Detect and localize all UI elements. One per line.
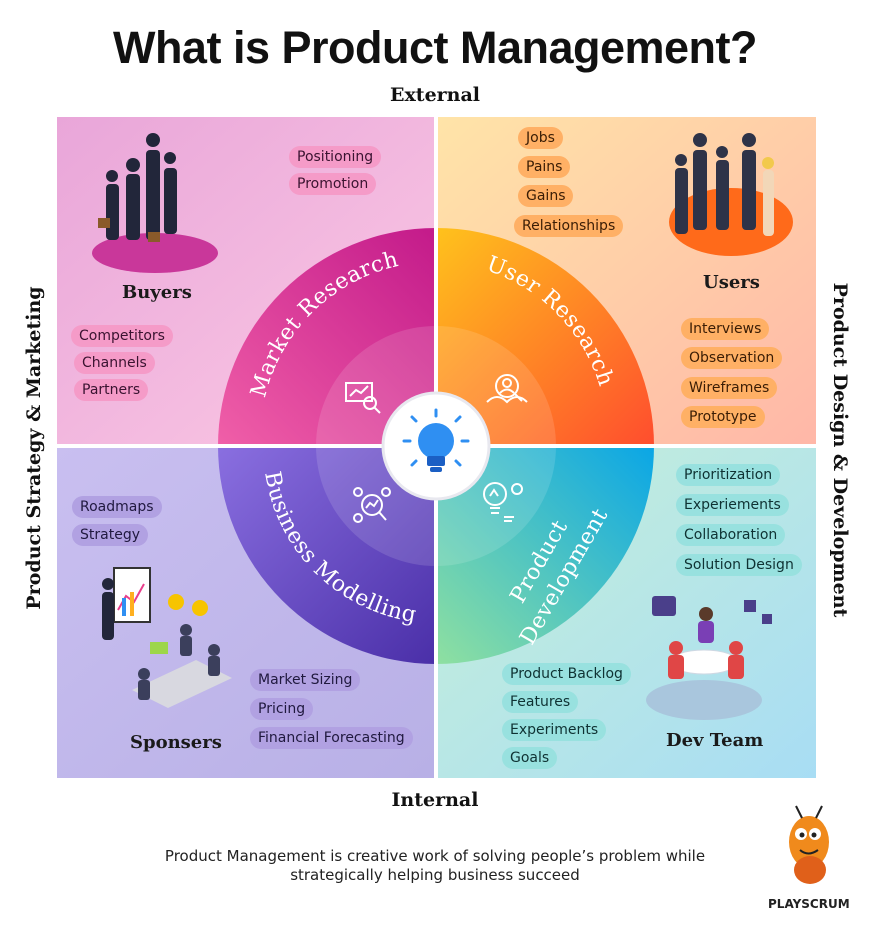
buyers-illustration <box>92 133 218 273</box>
mascot-ant <box>789 805 829 884</box>
group-label-buyers: Buyers <box>122 282 192 303</box>
pill-jobs: Jobs <box>518 127 563 149</box>
pill-goals: Goals <box>502 747 558 769</box>
dev-team-illustration <box>646 596 772 720</box>
pill-collaboration: Collaboration <box>676 524 786 546</box>
pill-competitors: Competitors <box>71 325 173 347</box>
users-illustration <box>669 133 793 256</box>
pill-solution-design: Solution Design <box>676 554 802 576</box>
pill-product-backlog: Product Backlog <box>502 663 631 685</box>
data-analysis-icon <box>353 487 391 523</box>
pill-relationships: Relationships <box>514 215 624 237</box>
footer-line-2: strategically helping business succeed <box>290 866 580 884</box>
pill-experiments: Experiments <box>502 719 607 741</box>
pill-pains: Pains <box>518 156 571 178</box>
bulb-icon <box>402 408 470 472</box>
pill-promotion: Promotion <box>289 173 377 195</box>
pill-gains: Gains <box>518 185 574 207</box>
pill-positioning: Positioning <box>289 146 382 168</box>
pill-wireframes: Wireframes <box>681 377 778 399</box>
group-label-dev-team: Dev Team <box>666 730 764 751</box>
ring-product-development <box>436 446 654 664</box>
brand-logo-text: PLAYSCRUM <box>768 897 850 911</box>
pill-interviews: Interviews <box>681 318 770 340</box>
pill-prototype: Prototype <box>681 406 765 428</box>
ring-market-research <box>218 228 436 446</box>
pill-strategy: Strategy <box>72 524 148 546</box>
pill-features: Features <box>502 691 579 713</box>
pill-market-sizing: Market Sizing <box>250 669 361 691</box>
user-search-icon <box>486 374 528 404</box>
sponsers-illustration <box>102 567 232 708</box>
footer-caption: Product Management is creative work of s… <box>0 847 870 885</box>
bulb-gear-icon <box>483 482 523 522</box>
group-label-sponsers: Sponsers <box>130 732 222 753</box>
pill-channels: Channels <box>74 352 155 374</box>
group-label-users: Users <box>703 272 760 293</box>
pill-observation: Observation <box>681 347 783 369</box>
page-title: What is Product Management? <box>112 22 758 73</box>
chart-magnifier-icon <box>345 382 381 414</box>
axis-label-top: External <box>389 84 481 106</box>
pill-partners: Partners <box>74 379 149 401</box>
pill-financial-forecasting: Financial Forecasting <box>250 727 413 749</box>
pill-pricing: Pricing <box>250 698 314 720</box>
pill-prioritization: Prioritization <box>676 464 781 486</box>
ring-user-research <box>436 228 654 446</box>
footer-line-1: Product Management is creative work of s… <box>164 847 706 865</box>
pill-roadmaps: Roadmaps <box>72 496 162 518</box>
axis-label-bottom: Internal <box>391 789 479 811</box>
pill-experiements: Experiements <box>676 494 789 516</box>
